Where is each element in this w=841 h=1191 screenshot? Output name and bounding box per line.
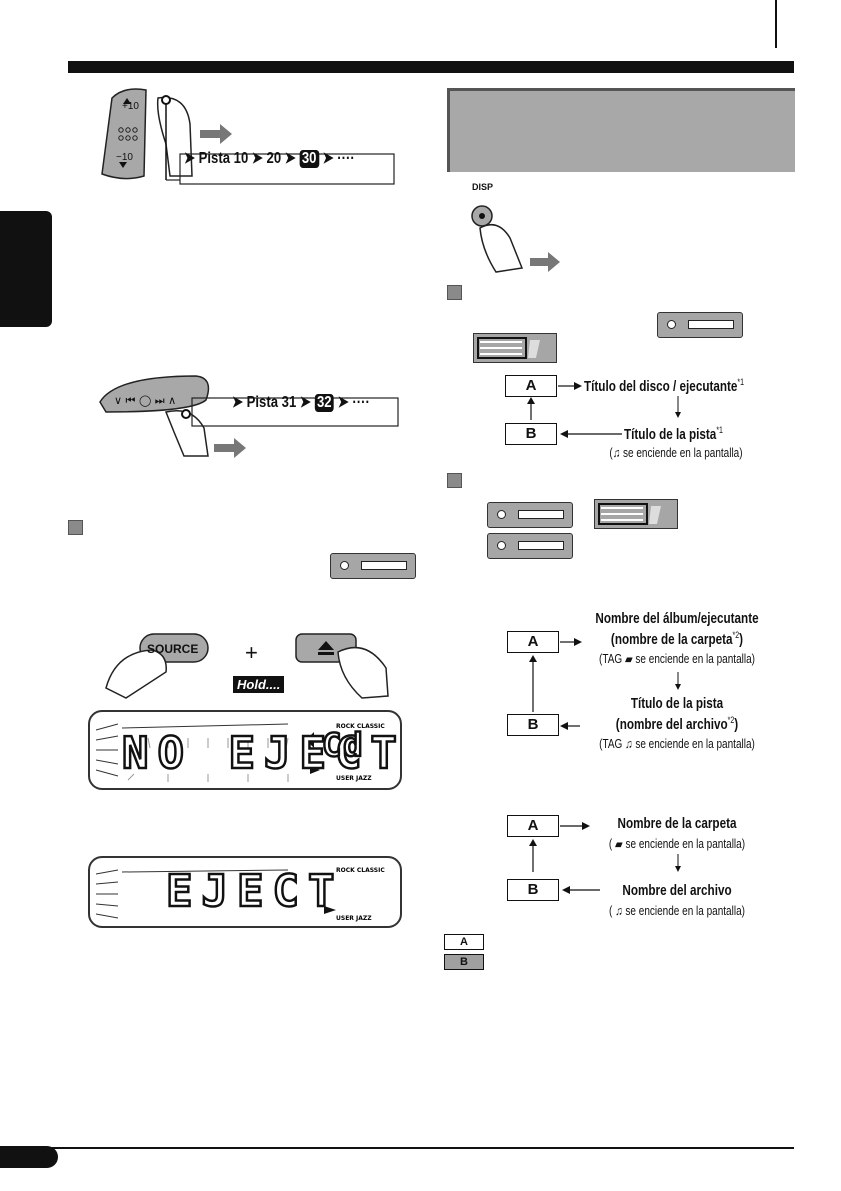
source-eject-illustration [105,633,389,699]
mp3-b-line1: Título de la pista [630,695,724,712]
mp3-b-line2: (nombre del archivo*2) [615,715,739,733]
mp3-flow1-arrows [529,638,681,730]
language-side-tab [0,211,52,327]
header-bar [68,61,794,73]
skip10-flow-3: 30 [299,150,319,168]
lcd-no-eject-decor: ROCK CLASSIC USER JAZZ [95,723,385,782]
cd-flow-arrows [527,382,681,438]
display-type-icon-cd [657,312,743,338]
lcd-no-eject [88,710,402,790]
cd-a-text: Título del disco / ejecutante*1 [584,377,745,395]
plus-sign: + [245,640,258,665]
lcd-type-icon-mp3 [594,499,678,529]
cd-b-text: Título de la pista*1 [624,425,723,443]
section-heading-box [447,88,795,172]
svg-text:USER JAZZ: USER JAZZ [336,915,372,922]
cd-b-sub: (♫ se enciende en la pantalla) [609,446,743,460]
mp3-mode-a: A [507,631,559,653]
step-marker-cd [447,285,462,300]
display-type-icon-mp3-2 [487,533,573,559]
folder-mode-b: B [507,879,559,901]
disp-button-illustration [471,205,560,273]
page-number-tab [0,1146,58,1168]
mp3-mode-b: B [507,714,559,736]
svg-text:ROCK CLASSIC: ROCK CLASSIC [336,723,385,730]
lcd-eject-text: EJECT [165,865,344,919]
folder-a-sub: ( ▰ se enciende en la pantalla) [608,837,746,851]
step-marker-left [68,520,83,535]
mp3-b-sub: (TAG ♫ se enciende en la pantalla) [599,737,755,751]
cd-mode-b: B [505,423,557,445]
minus10-button-label: −10 [116,152,133,163]
lcd-no-eject-text: NO EJECT [121,727,406,781]
footer-rule [0,1147,794,1149]
folder-b-text: Nombre del archivo [622,882,732,899]
display-type-icon-mp3-1 [487,502,573,528]
mp3-a-line1: Nombre del álbum/ejecutante [595,610,759,627]
skip10-flow: ➤ Pista 10 ➤ 20 ➤ 30 ➤ ···· [184,150,355,168]
mp3-a-sub: (TAG ▰ se enciende en la pantalla) [599,652,755,666]
display-type-icon-left [330,553,416,579]
svg-text:ROCK CLASSIC: ROCK CLASSIC [336,867,385,874]
legend-a: A [444,934,484,950]
skip-next-flow-more: ···· [352,394,370,411]
legend-b: B [444,954,484,970]
svg-text:∨ ⏮ ◯ ⏭ ∧: ∨ ⏮ ◯ ⏭ ∧ [114,394,176,407]
skip-next-flow-2: 32 [314,394,335,412]
hold-label: Hold.... [233,676,285,693]
folder-a-text: Nombre de la carpeta [617,815,737,832]
source-button: SOURCE [147,642,199,656]
mp3-a-line2: (nombre de la carpeta*2) [610,630,744,648]
mp3-flow2-arrows [529,822,681,894]
lcd-type-icon-cd [473,333,557,363]
lcd-eject-decor: ROCK CLASSIC USER JAZZ [95,867,385,922]
skip-next-flow-label: Pista 31 [246,394,297,411]
folder-mode-a: A [507,815,559,837]
folder-b-sub: ( ♫ se enciende en la pantalla) [609,904,745,918]
lcd-no-eject-side: Cd [321,725,365,766]
skip10-flow-label: Pista 10 [198,150,249,167]
disp-label: DISP [472,182,494,192]
skip10-flow-2: 20 [266,150,282,167]
skip10-flow-more: ···· [337,150,355,167]
lcd-eject [88,856,402,928]
step-marker-mp3 [447,473,462,488]
cd-mode-a: A [505,375,557,397]
remote-skip10-illustration [101,88,395,185]
top-edge-mark [775,0,777,48]
skip-next-flow: ➤ Pista 31 ➤ 32 ➤ ···· [232,394,370,412]
plus10-button-label: +10 [122,101,139,112]
svg-text:USER JAZZ: USER JAZZ [336,775,372,782]
skip-button-illustration: ∨ ⏮ ◯ ⏭ ∧ [99,375,399,458]
